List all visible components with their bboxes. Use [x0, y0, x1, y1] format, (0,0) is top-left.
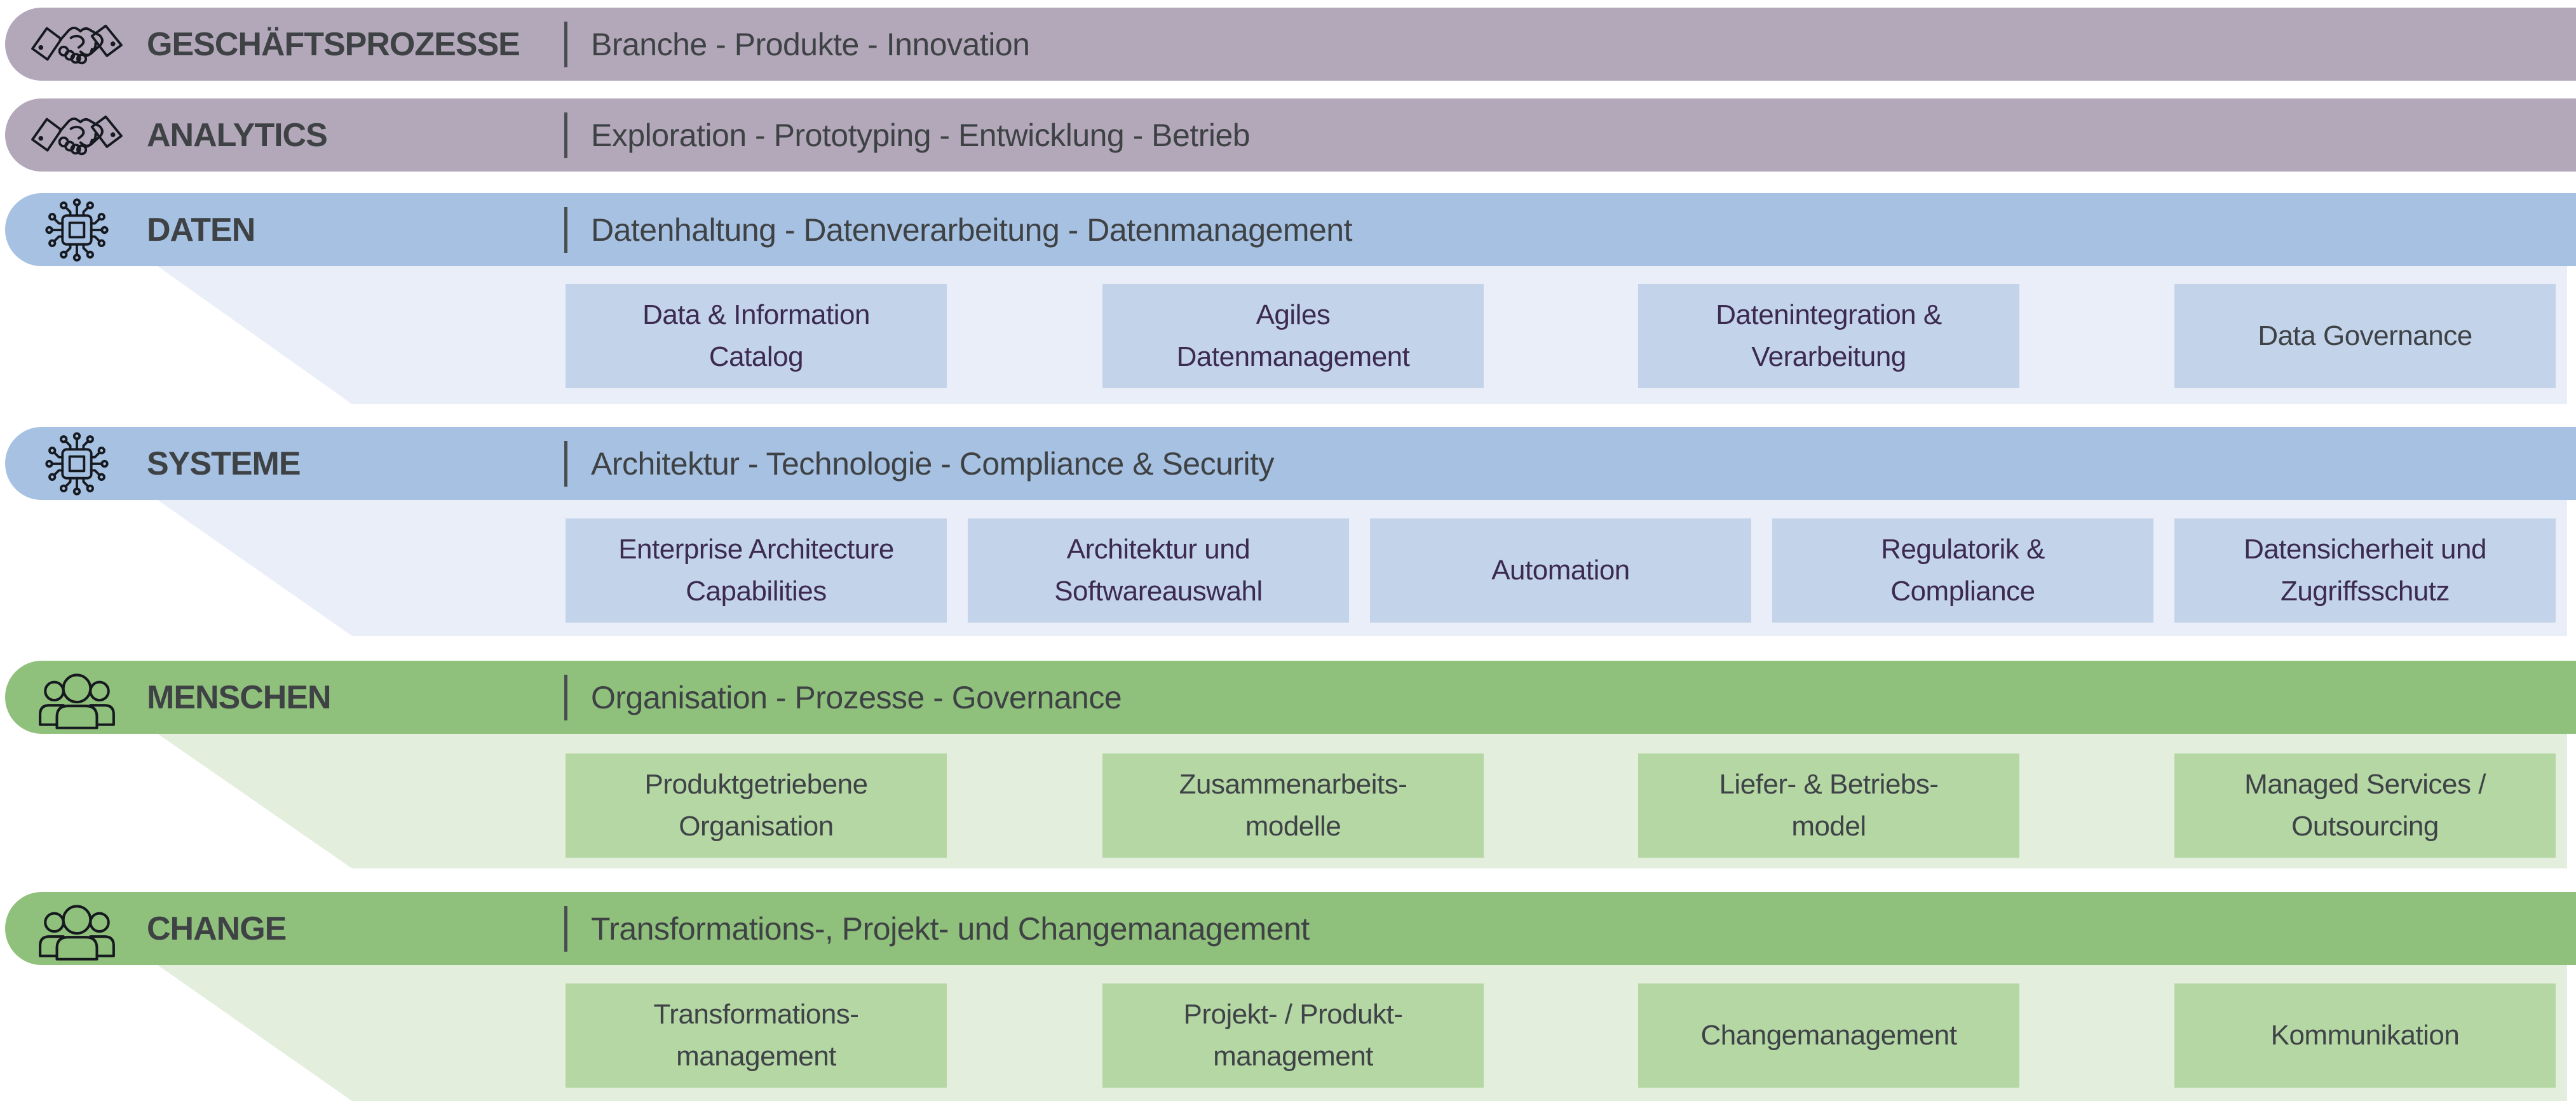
handshake-icon — [24, 8, 129, 81]
people-icon — [24, 661, 129, 734]
capability-box-label: Liefer- & Betriebs- model — [1719, 769, 1939, 842]
capability-box-transformationsmanagement: Transformations- management — [566, 983, 947, 1088]
capability-box-produktgetriebene-organisation: Produktgetriebene Organisation — [566, 753, 947, 858]
layer-subtitle: Architektur - Technologie - Compliance &… — [591, 445, 1275, 482]
people-icon — [24, 892, 129, 965]
title-separator — [564, 112, 567, 158]
capability-box-label: Datensicherheit und Zugriffsschutz — [2244, 534, 2486, 607]
title-separator — [564, 206, 567, 253]
layer-title: MENSCHEN — [147, 679, 332, 716]
capability-box-label: Transformations- management — [653, 999, 859, 1072]
capability-box-label: Architektur und Softwareauswahl — [1054, 534, 1263, 607]
layer-bar-change: CHANGE Transformations-, Projekt- und Ch… — [5, 892, 2576, 965]
layer-bar-geschaeftsprozesse: GESCHÄFTSPROZESSE Branche - Produkte - I… — [5, 8, 2576, 81]
capability-box-label: Kommunikation — [2270, 1020, 2460, 1051]
layer-bar-menschen: MENSCHEN Organisation - Prozesse - Gover… — [5, 661, 2576, 734]
capability-box-label: Changemanagement — [1700, 1020, 1957, 1051]
capability-box-datenintegration-verarbeitung: Datenintegration & Verarbeitung — [1638, 284, 2019, 388]
capability-box-liefer-betriebsmodel: Liefer- & Betriebs- model — [1638, 753, 2019, 858]
capability-box-label: Produktgetriebene Organisation — [644, 769, 868, 842]
capability-box-label: Datenintegration & Verarbeitung — [1716, 299, 1942, 372]
capability-box-data-governance: Data Governance — [2174, 284, 2556, 388]
capability-box-projekt-produktmanagement: Projekt- / Produkt- management — [1102, 983, 1484, 1088]
capability-box-label: Data & Information Catalog — [642, 299, 870, 372]
capability-box-label: Managed Services / Outsourcing — [2244, 769, 2486, 842]
capability-box-agiles-datenmanagement: Agiles Datenmanagement — [1102, 284, 1484, 388]
capability-box-managed-services-outsourcing: Managed Services / Outsourcing — [2174, 753, 2556, 858]
layer-subtitle: Datenhaltung - Datenverarbeitung - Daten… — [591, 212, 1352, 248]
chip-icon — [24, 193, 129, 266]
layer-bar-systeme: SYSTEME Architektur - Technologie - Comp… — [5, 427, 2576, 500]
capability-box-label: Automation — [1491, 555, 1630, 586]
layer-title: SYSTEME — [147, 445, 301, 482]
title-separator — [564, 440, 567, 487]
capability-box-changemanagement: Changemanagement — [1638, 983, 2019, 1088]
layer-subtitle: Transformations-, Projekt- und Changeman… — [591, 910, 1310, 947]
title-separator — [564, 905, 567, 952]
capability-box-datensicherheit-zugriffsschutz: Datensicherheit und Zugriffsschutz — [2174, 518, 2556, 623]
capability-box-label: Enterprise Architecture Capabilities — [618, 534, 894, 607]
handshake-icon — [24, 98, 129, 172]
capability-box-kommunikation: Kommunikation — [2174, 983, 2556, 1088]
capability-box-enterprise-architecture-capabilities: Enterprise Architecture Capabilities — [566, 518, 947, 623]
chip-icon — [24, 427, 129, 500]
capability-box-architektur-softwareauswahl: Architektur und Softwareauswahl — [968, 518, 1349, 623]
layer-title: ANALYTICS — [147, 116, 328, 154]
capability-box-label: Data Governance — [2258, 320, 2472, 351]
capability-box-label: Agiles Datenmanagement — [1176, 299, 1410, 372]
capability-box-data-information-catalog: Data & Information Catalog — [566, 284, 947, 388]
capability-box-zusammenarbeitsmodelle: Zusammenarbeits- modelle — [1102, 753, 1484, 858]
capability-box-label: Regulatorik & Compliance — [1881, 534, 2045, 607]
layer-subtitle: Exploration - Prototyping - Entwicklung … — [591, 117, 1251, 153]
layer-subtitle: Branche - Produkte - Innovation — [591, 26, 1030, 62]
funnel-shape-systeme — [158, 500, 2567, 636]
layer-title: GESCHÄFTSPROZESSE — [147, 25, 520, 63]
layer-subtitle: Organisation - Prozesse - Governance — [591, 679, 1122, 715]
layer-title: CHANGE — [147, 910, 287, 947]
capability-box-label: Projekt- / Produkt- management — [1183, 999, 1403, 1072]
capability-box-regulatorik-compliance: Regulatorik & Compliance — [1772, 518, 2153, 623]
layer-title: DATEN — [147, 211, 255, 248]
layer-bar-analytics: ANALYTICS Exploration - Prototyping - En… — [5, 98, 2576, 172]
layer-bar-daten: DATEN Datenhaltung - Datenverarbeitung -… — [5, 193, 2576, 266]
capability-box-automation: Automation — [1370, 518, 1751, 623]
title-separator — [564, 21, 567, 67]
title-separator — [564, 674, 567, 720]
capability-box-label: Zusammenarbeits- modelle — [1179, 769, 1407, 842]
